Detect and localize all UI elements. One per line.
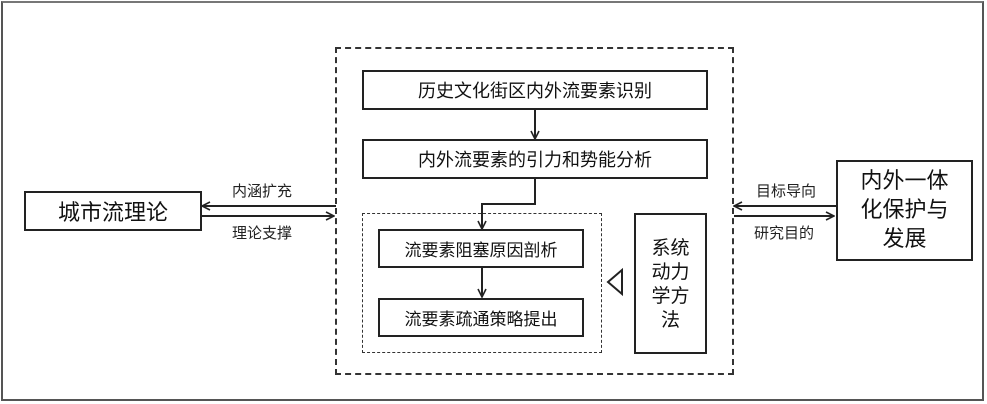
right-box-goal: 内外一体 化保护与 发展 [836, 160, 973, 261]
right-arrow-bottom-label: 研究目的 [754, 224, 815, 242]
method-line-1: 系统 [651, 236, 690, 259]
right-box-line-3: 发展 [882, 227, 927, 252]
step3-label: 流要素阻塞原因剖析 [404, 241, 558, 261]
step3-box: 流要素阻塞原因剖析 [378, 229, 584, 268]
left-box-urban-flow-theory: 城市流理论 [24, 191, 202, 231]
center-dashed-container [335, 47, 734, 375]
right-arrow-top-label: 目标导向 [756, 182, 817, 200]
step4-label: 流要素疏通策略提出 [404, 310, 558, 330]
method-line-3: 学方 [651, 284, 690, 307]
right-box-line-1: 内外一体 [860, 169, 949, 194]
left-arrow-top-label: 内涵扩充 [232, 182, 293, 200]
right-box-line-2: 化保护与 [860, 198, 949, 223]
step2-label: 内外流要素的引力和势能分析 [418, 150, 652, 171]
method-box: 系统 动力 学方 法 [634, 213, 707, 354]
method-line-4: 法 [660, 308, 680, 331]
step4-box: 流要素疏通策略提出 [378, 298, 584, 337]
step2-box: 内外流要素的引力和势能分析 [362, 139, 708, 179]
left-arrow-bottom-label: 理论支撑 [232, 224, 293, 242]
step1-label: 历史文化街区内外流要素识别 [418, 81, 652, 102]
method-triangle-icon [606, 267, 623, 297]
left-box-label: 城市流理论 [57, 201, 168, 226]
arrow-step2-step3 [482, 179, 536, 229]
inner-dashed-container [362, 213, 602, 353]
method-line-2: 动力 [651, 260, 690, 283]
step1-box: 历史文化街区内外流要素识别 [362, 70, 708, 110]
